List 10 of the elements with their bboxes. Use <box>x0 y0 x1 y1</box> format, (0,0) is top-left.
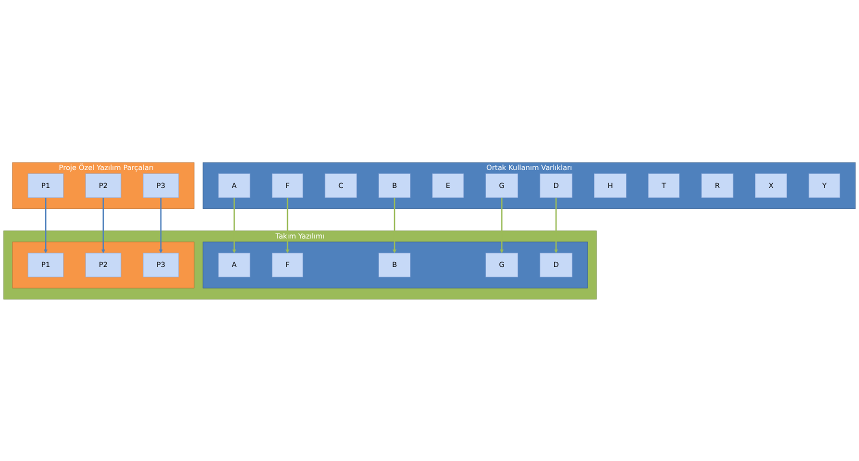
arrow <box>286 197 290 253</box>
arrow <box>158 197 163 253</box>
arrow <box>44 197 48 253</box>
cluster <box>12 241 194 288</box>
arrow <box>101 197 106 253</box>
arrow <box>392 197 396 253</box>
cluster <box>202 241 588 288</box>
arrow <box>500 197 504 253</box>
arrow <box>232 197 236 253</box>
arrow <box>554 197 558 253</box>
